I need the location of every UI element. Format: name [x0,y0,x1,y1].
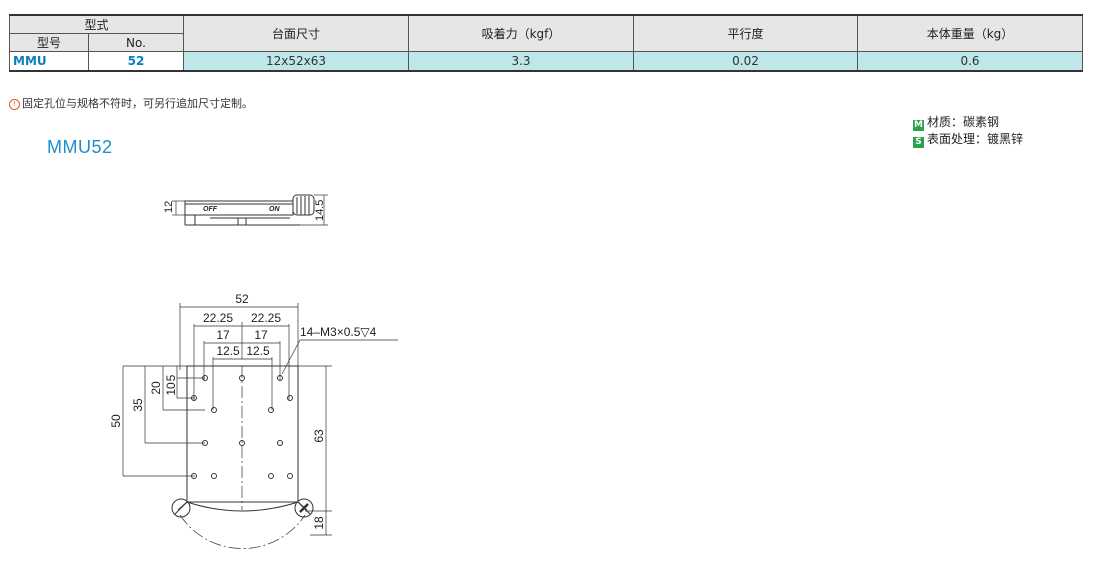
table-row: MMU 52 12x52x63 3.3 0.02 0.6 [9,51,1084,72]
material-badge-icon: M [913,120,924,131]
cell-force: 3.3 [408,51,635,72]
header-table-size: 台面尺寸 [183,14,410,52]
header-weight: 本体重量（kg） [857,14,1084,52]
cell-model[interactable]: MMU [9,51,89,72]
dim-12-5-left: 12.5 [216,344,240,358]
top-view [171,365,314,549]
dim-52: 52 [235,292,249,306]
dim-12: 12 [163,201,175,213]
header-no: No. [87,33,185,52]
spec-table: 型式 台面尺寸 吸着力（kgf） 平行度 本体重量（kg） 型号 No. MMU… [8,14,1084,72]
surface-text: 表面处理：镀黑锌 [927,132,1024,146]
dim-50: 50 [109,414,123,428]
header-model: 型号 [9,33,89,52]
dim-18: 18 [312,516,326,530]
dim-12-5-right: 12.5 [246,344,270,358]
cell-no[interactable]: 52 [87,51,185,72]
warning-icon: ! [9,99,20,110]
dim-10: 10 [164,382,178,396]
dim-22-25-left: 22.25 [203,311,233,325]
dim-35: 35 [131,398,145,412]
header-flatness: 平行度 [633,14,859,52]
surface-badge-icon: S [913,137,924,148]
dim-17-right: 17 [254,328,268,342]
cell-weight: 0.6 [857,51,1084,72]
dim-22-25-right: 22.25 [251,311,281,325]
off-label: OFF [203,206,218,213]
cell-size: 12x52x63 [183,51,410,72]
custom-note: !固定孔位与规格不符时，可另行追加尺寸定制。 [9,95,253,111]
header-holding-force: 吸着力（kgf） [408,14,635,52]
on-label: ON [269,206,280,213]
thread-spec: 14–M3×0.5▽4 [300,325,377,339]
custom-note-text: 固定孔位与规格不符时，可另行追加尺寸定制。 [22,97,253,110]
dim-14-5: 14.5 [314,200,326,221]
dim-5: 5 [164,374,178,381]
dim-63: 63 [312,429,326,443]
dimension-lines [122,303,398,536]
side-view [172,194,328,226]
model-title: MMU52 [47,137,113,157]
mounting-holes [191,375,293,479]
header-type-group: 型式 [8,14,185,34]
dim-17-left: 17 [216,328,230,342]
dim-20: 20 [149,381,163,395]
cell-flatness: 0.02 [633,51,859,72]
material-text: 材质：碳素钢 [927,115,1000,129]
